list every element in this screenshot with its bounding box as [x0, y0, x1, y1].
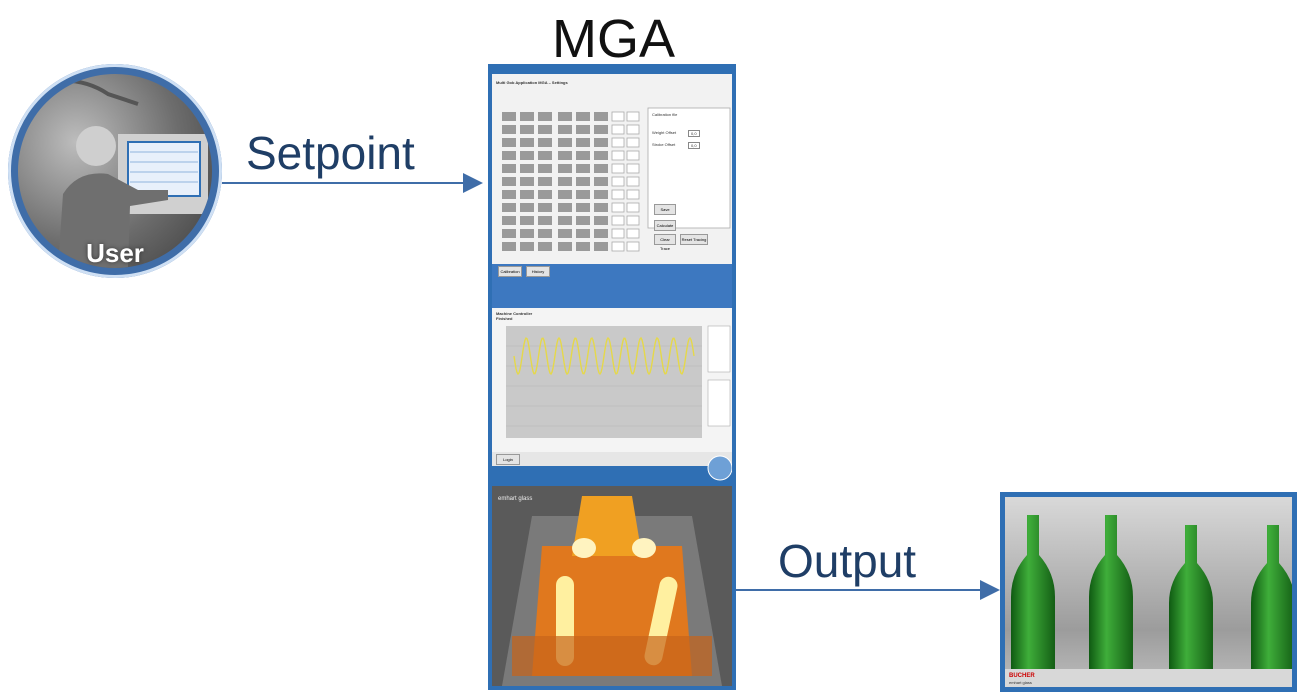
user-label: User [86, 238, 144, 268]
user-photo [18, 74, 212, 268]
clear-trace-button[interactable]: Clear Trace [654, 234, 676, 251]
stroke-offset-value[interactable]: 0,0 [688, 142, 700, 149]
gob-distributor-render [492, 486, 732, 686]
reset-tracing-button[interactable]: Reset Tracing [680, 234, 708, 245]
chart-title: Machine Controller [496, 311, 533, 316]
setpoint-label: Setpoint [246, 127, 415, 179]
mga-title: MGA [552, 9, 676, 69]
settings-title: Multi Gob Application MGA – Settings [496, 80, 568, 85]
machine-3d-view: emhart glass [492, 486, 732, 686]
login-button[interactable]: Login [496, 454, 520, 465]
stroke-offset-label: Stroke Offset [652, 142, 676, 147]
tab-strip [492, 286, 732, 308]
tab-history[interactable]: History [526, 266, 550, 277]
save-button[interactable]: Save [654, 204, 676, 215]
calibration-label: Calibration file [652, 112, 678, 117]
settings-pane: Multi Gob Application MGA – Settings [492, 68, 732, 286]
output-brand-sub: emhart glass [1009, 680, 1032, 685]
green-bottles [1005, 515, 1292, 687]
weight-offset-value[interactable]: 0,0 [688, 130, 700, 137]
brand-logo: emhart glass [498, 496, 533, 502]
output-brand-logo: BUCHER [1009, 673, 1035, 679]
chart-subtitle: Finished [496, 316, 513, 321]
tab-calibration[interactable]: Calibration [498, 266, 522, 277]
operator-figure-icon [37, 78, 208, 268]
weight-offset-label: Weight Offset [652, 130, 677, 135]
output-label: Output [778, 535, 917, 587]
machine-controller-pane: Machine Controller Finished Login [492, 286, 732, 486]
settings-grid [492, 107, 732, 286]
waveform-chart [492, 325, 732, 486]
bottles-image: BUCHER emhart glass [1005, 497, 1292, 687]
calculate-button[interactable]: Calculate [654, 220, 676, 231]
